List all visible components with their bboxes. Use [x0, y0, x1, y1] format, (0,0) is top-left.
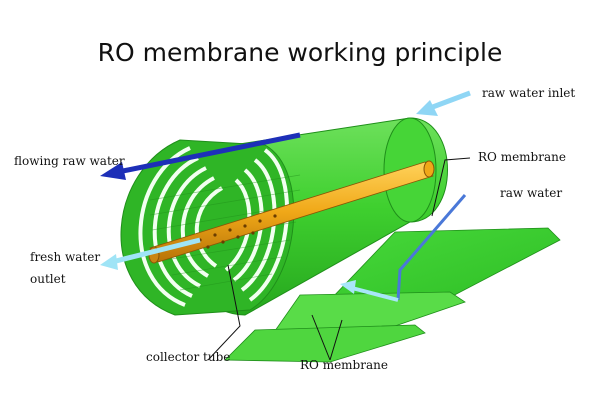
- leader-lines: [207, 157, 471, 361]
- label-raw-water: raw water: [500, 186, 563, 200]
- arrow-left-icon: [100, 132, 301, 180]
- label-collector-tube: collector tube: [146, 350, 231, 364]
- fresh-water-arrow-icon: [100, 237, 201, 270]
- collector-tube: [148, 160, 435, 264]
- label-fresh-water-outlet-line2: outlet: [30, 272, 66, 286]
- label-fresh-water-outlet-line1: fresh water: [30, 250, 101, 264]
- spiral-cross-section: [120, 139, 301, 316]
- diagram-title: RO membrane working principle: [97, 38, 503, 67]
- label-raw-water-inlet: raw water inlet: [482, 86, 576, 100]
- label-ro-membrane-top: RO membrane: [478, 150, 566, 164]
- arrow-down-left-icon: [416, 90, 471, 116]
- label-ro-membrane-bottom: RO membrane: [300, 358, 388, 372]
- raw-water-path: [340, 194, 467, 302]
- unrolled-membrane-sheets: [224, 227, 561, 363]
- label-flowing-raw-water: flowing raw water: [14, 154, 125, 168]
